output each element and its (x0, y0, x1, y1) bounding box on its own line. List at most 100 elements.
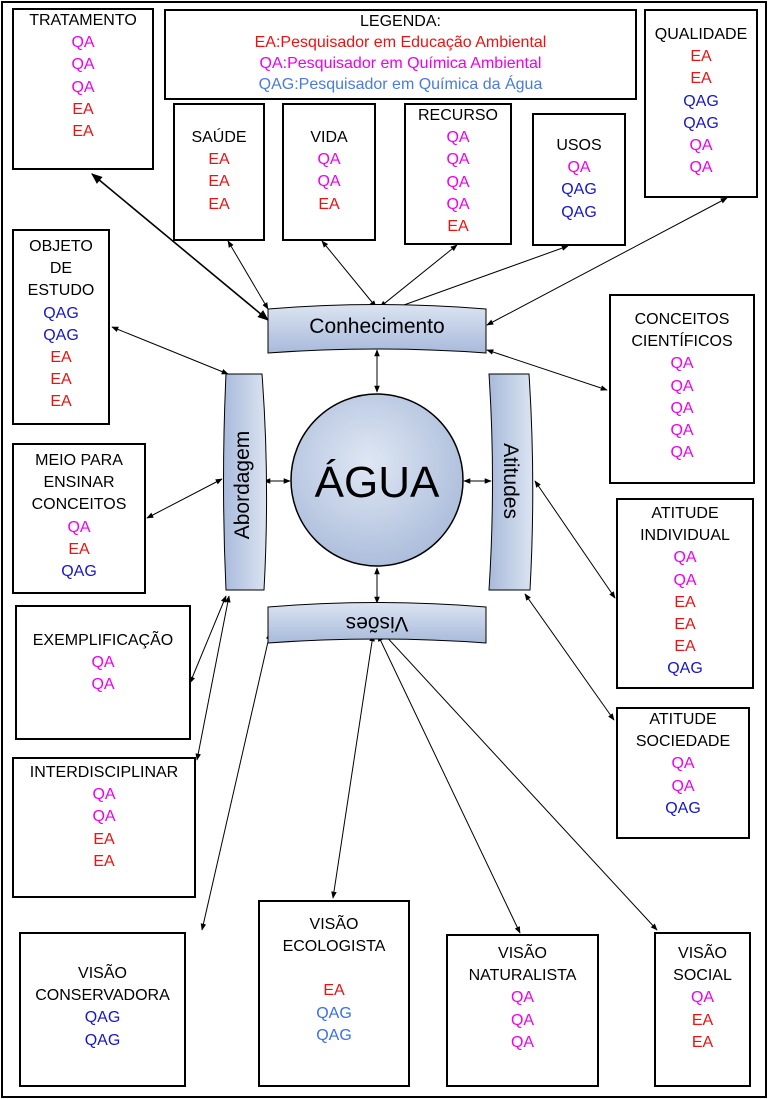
researcher-code: EA (72, 100, 94, 118)
box-title-line: SOCIEDADE (635, 733, 731, 751)
researcher-code: EA (323, 982, 345, 1000)
researcher-code: QA (92, 786, 116, 804)
researcher-code: QAG (61, 563, 97, 581)
arrow-qualidade (486, 197, 728, 326)
box-title-line: CIENTÍFICOS (631, 333, 733, 351)
researcher-code: EA (690, 70, 712, 88)
arrow-saude (227, 240, 269, 310)
legend-title: LEGENDA: (360, 13, 441, 30)
box-title-line: INTERDISCIPLINAR (29, 764, 179, 781)
atitudes-hub-shape (488, 373, 534, 591)
box-title-line: NATURALISTA (468, 967, 577, 985)
researcher-code: QAG (84, 1009, 121, 1027)
researcher-code: EA (447, 218, 469, 236)
arrow-visao-conservadora (200, 632, 272, 931)
researcher-code: QA (91, 654, 115, 672)
researcher-code: QA (510, 1011, 535, 1029)
abordagem-hub-shape (223, 373, 268, 591)
box-title-line: CONCEITOS (31, 496, 127, 514)
researcher-code: EA (208, 151, 230, 169)
abordagem-label: Abordagem (231, 431, 254, 540)
researcher-code: QA (689, 159, 713, 177)
box-title-line: VIDA (310, 129, 348, 146)
researcher-code: EA (208, 173, 230, 191)
researcher-code: EA (208, 195, 230, 213)
legend-ea: EA:Pesquisador em Educação Ambiental (254, 34, 547, 51)
researcher-code: QA (446, 173, 470, 191)
arrow-recurso (379, 244, 458, 308)
researcher-code: QA (67, 518, 91, 536)
researcher-code: QAG (683, 92, 719, 110)
arrow-vida (321, 240, 377, 308)
researcher-code: QA (671, 777, 695, 795)
box-title-line: DE (49, 260, 73, 278)
box-visao-social: VISÃO SOCIAL QA EA EA (654, 932, 751, 1087)
arrow-objeto (111, 326, 229, 375)
box-title-line: SOCIAL (673, 967, 732, 985)
researcher-code: QA (670, 422, 694, 440)
box-title-line: USOS (556, 137, 602, 154)
atitudes-label: Atitudes (499, 443, 522, 519)
agua-label: ÁGUA (315, 458, 440, 507)
arrow-atitude-sociedade (524, 593, 615, 721)
arrow-visao-social (382, 632, 658, 931)
researcher-code: QAG (84, 1031, 121, 1049)
legend-qa: QA:Pesquisador em Química Ambiental (259, 55, 542, 72)
researcher-code: QA (690, 989, 715, 1007)
box-title-line: QUALIDADE (654, 26, 748, 43)
researcher-code: QAG (665, 799, 701, 817)
researcher-code: EA (93, 830, 115, 848)
researcher-code: QA (670, 377, 694, 395)
researcher-code: QA (91, 676, 115, 694)
researcher-code: QAG (43, 326, 79, 344)
researcher-code: QAG (561, 203, 597, 221)
box-title-line: OBJETO (29, 238, 93, 255)
box-title-line: ATITUDE (651, 505, 719, 522)
box-title-line: TRATAMENTO (29, 12, 137, 29)
researcher-code: QA (673, 549, 697, 567)
researcher-code: EA (691, 1011, 714, 1029)
researcher-code: QAG (43, 304, 79, 322)
box-title-line: VISÃO (678, 945, 727, 962)
box-title-line: MEIO PARA (35, 452, 123, 469)
conhecimento-hub-shape (267, 304, 487, 354)
researcher-code: EA (50, 371, 72, 389)
box-title-line: ATITUDE (649, 711, 717, 728)
researcher-code: EA (674, 638, 696, 656)
researcher-code: QA (673, 571, 697, 589)
researcher-code: QAG (667, 660, 703, 678)
box-title-line: ECOLOGISTA (282, 938, 386, 956)
researcher-code: QA (670, 399, 694, 417)
arrow-visao-ecologista (331, 634, 375, 899)
box-title-line: SAÚDE (191, 129, 247, 146)
researcher-code: QAG (683, 114, 719, 132)
researcher-code: EA (72, 123, 94, 141)
box-title-line: CONSERVADORA (35, 987, 170, 1005)
conhecimento-label: Conhecimento (309, 315, 444, 338)
researcher-code: EA (50, 349, 72, 367)
researcher-code: QA (670, 444, 694, 462)
researcher-code: EA (691, 1033, 714, 1051)
arrow-meio (146, 478, 223, 519)
researcher-code: EA (674, 616, 696, 634)
researcher-code: QA (446, 129, 470, 147)
arrow-conceitos (486, 349, 608, 391)
researcher-code: QAG (561, 181, 597, 199)
researcher-code: EA (50, 393, 72, 411)
researcher-code: EA (93, 852, 115, 870)
